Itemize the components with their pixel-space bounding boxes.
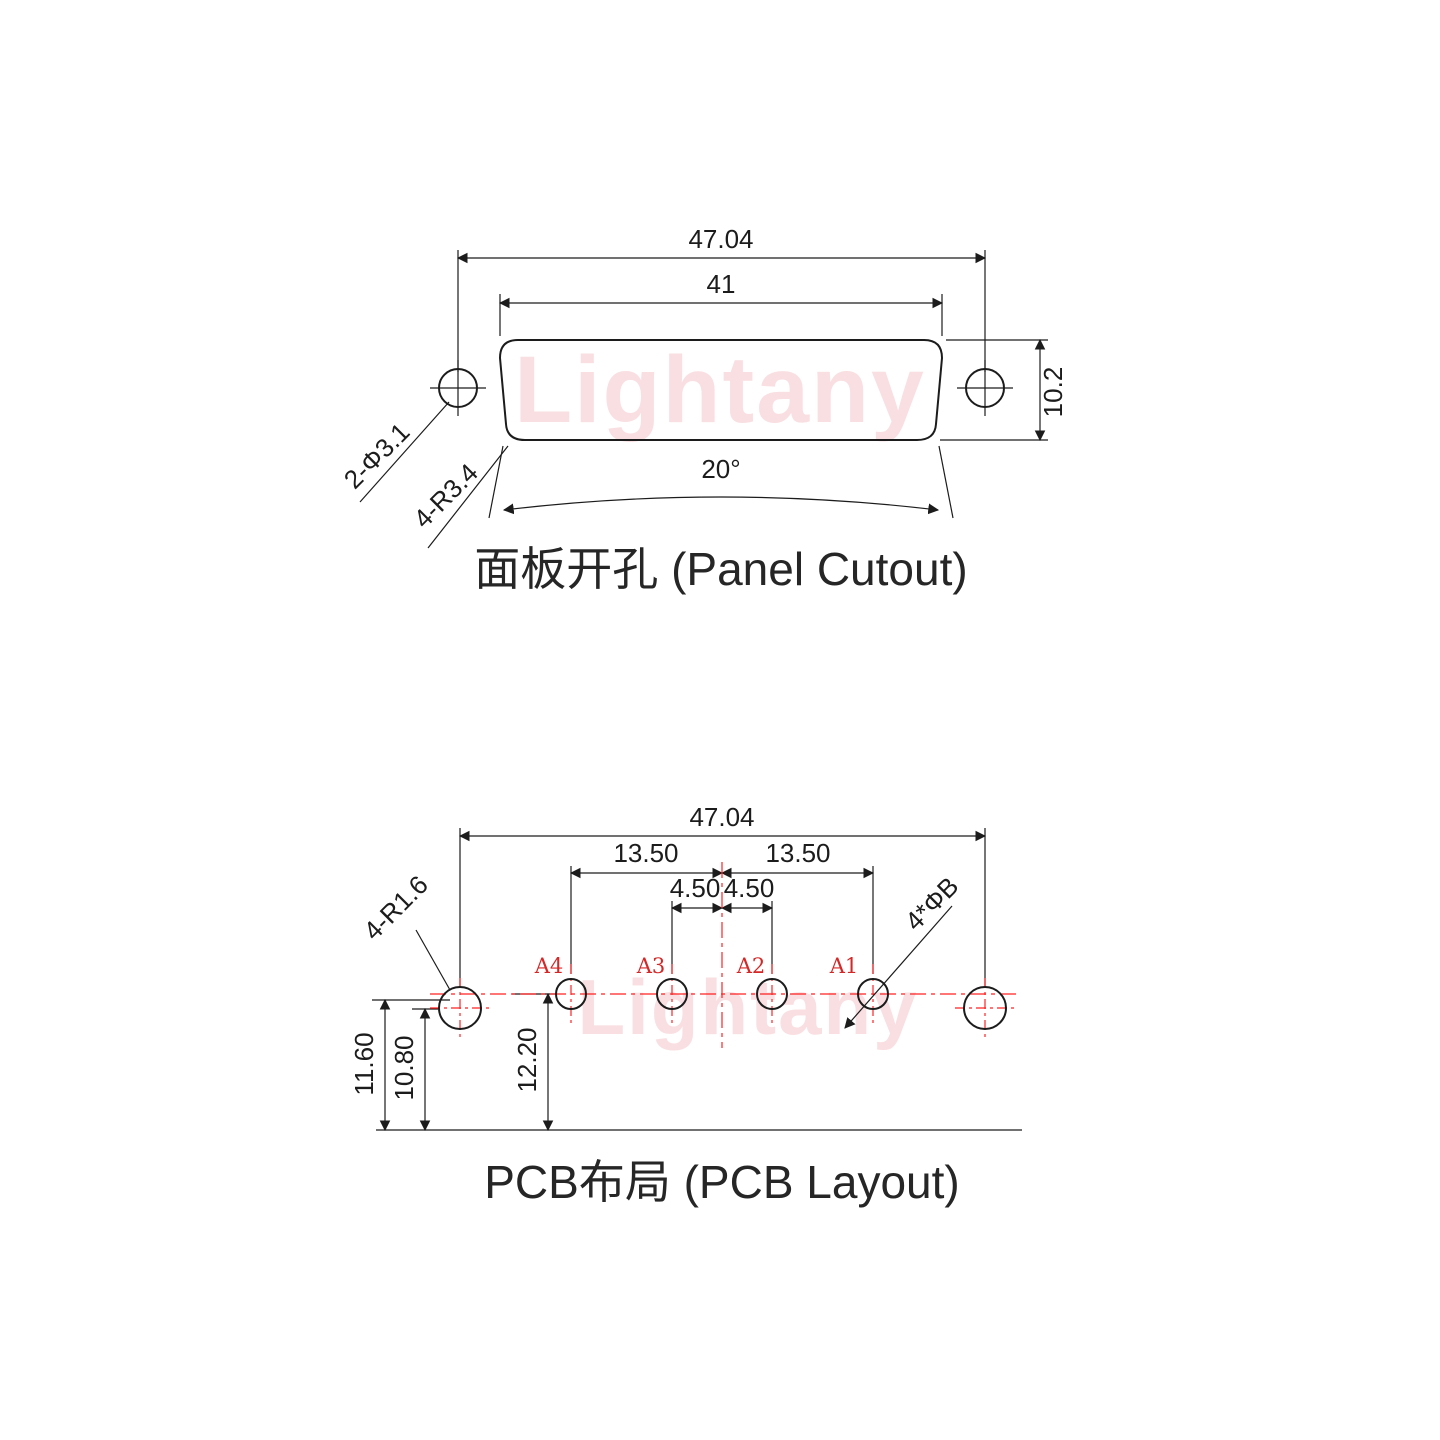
- pcb-extension-lines: [372, 828, 986, 1010]
- panel-extension-lines: [457, 250, 1048, 441]
- panel-dim-inner-width-label: 41: [707, 269, 736, 299]
- watermark-bottom: Lightany: [578, 963, 919, 1051]
- panel-angle-indicator: 20°: [488, 445, 954, 519]
- pin-label-a3: A3: [636, 954, 666, 978]
- pcb-mount-hole-left: [438, 986, 482, 1030]
- watermark-top: Lightany: [514, 337, 926, 443]
- panel-dim-height-label: 10.2: [1038, 367, 1068, 418]
- pcb-pin-holes: [555, 978, 889, 1010]
- pin-label-a1: A1: [829, 954, 859, 978]
- panel-dim-outer-width: 47.04: [456, 224, 987, 264]
- panel-mount-hole-left: [430, 360, 486, 416]
- pcb-dim-pitch-right-label: 13.50: [765, 838, 830, 868]
- panel-dim-outer-width-label: 47.04: [688, 224, 753, 254]
- pcb-corner-radius-callout-label: 4-R1.6: [357, 869, 433, 945]
- panel-mount-hole-right: [957, 360, 1013, 416]
- pcb-dim-outer-width: 47.04: [458, 802, 987, 842]
- pcb-dim-pitch-inner-left-label: 4.50: [670, 873, 721, 903]
- pcb-layout-title: PCB布局 (PCB Layout): [484, 1156, 959, 1208]
- pcb-dim-pitch-left-label: 13.50: [613, 838, 678, 868]
- pcb-dim-pitch: 13.50 13.50: [569, 838, 875, 879]
- pcb-dim-outer-width-label: 47.04: [689, 802, 754, 832]
- pcb-corner-radius-callout: 4-R1.6: [357, 869, 451, 991]
- pcb-pin-labels: A4 A3 A2 A1: [534, 954, 859, 978]
- panel-cutout-title: 面板开孔 (Panel Cutout): [474, 543, 967, 595]
- pin-hole-a2: [756, 978, 788, 1010]
- pin-hole-a4: [555, 978, 587, 1010]
- pin-hole-a1: [857, 978, 889, 1010]
- pcb-dim-pitch-inner: 4.50 4.50: [670, 873, 775, 914]
- pcb-dim-height-pins-label: 12.20: [512, 1027, 542, 1092]
- pin-hole-a3: [656, 978, 688, 1010]
- pcb-dim-pitch-inner-right-label: 4.50: [724, 873, 775, 903]
- pcb-dim-height-outer-label: 11.60: [349, 1032, 379, 1095]
- pcb-mount-hole-right: [963, 986, 1007, 1030]
- pin-label-a2: A2: [736, 954, 766, 978]
- panel-corner-radius-callout-label: 4-R3.4: [407, 457, 483, 533]
- pin-label-a4: A4: [534, 954, 564, 978]
- pcb-dim-height-mount-label: 10.80: [389, 1035, 419, 1100]
- dsub-cutout-outline: [498, 339, 944, 441]
- panel-angle-label: 20°: [701, 454, 740, 484]
- pcb-dim-heights: 11.60 10.80 12.20: [349, 992, 554, 1132]
- pcb-pin-diameter-callout-label: 4*ΦB: [899, 871, 965, 937]
- panel-dim-height: 10.2: [1034, 338, 1068, 442]
- panel-dim-inner-width: 41: [498, 269, 944, 309]
